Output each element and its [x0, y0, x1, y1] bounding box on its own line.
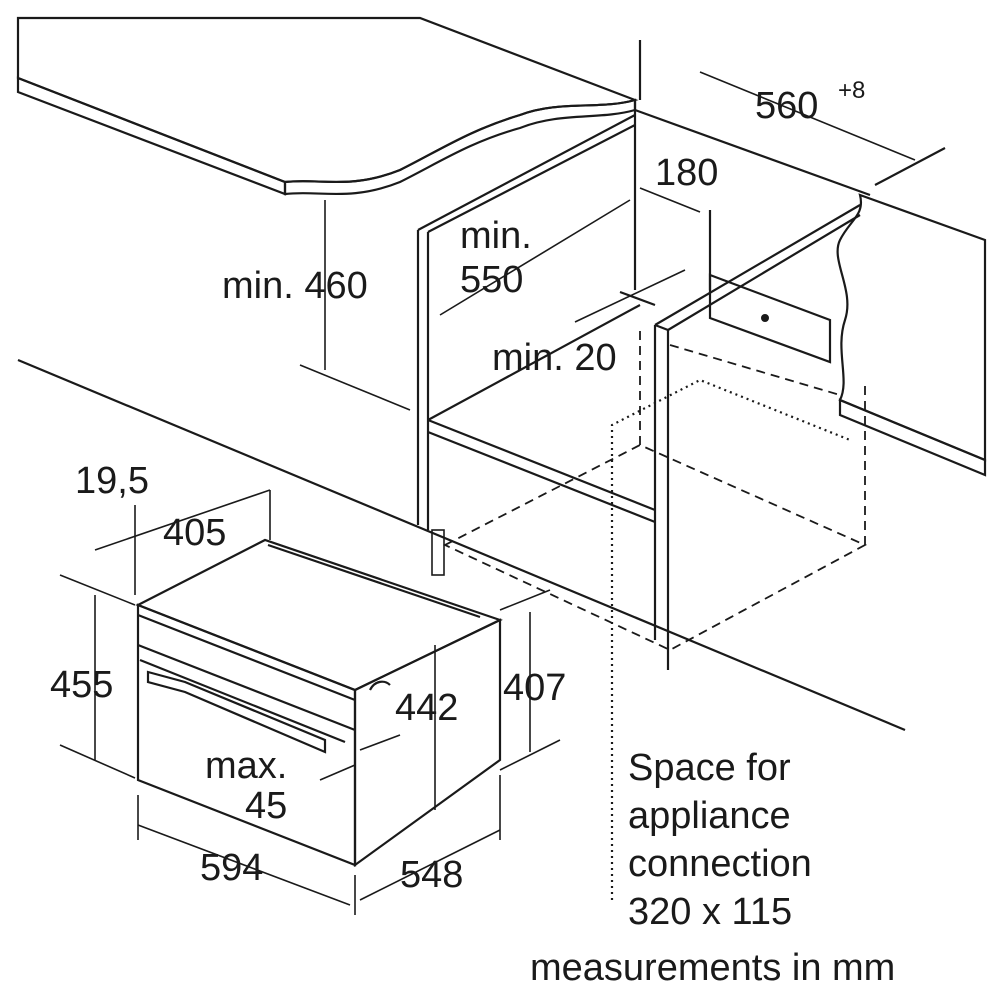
connection-area-hatch	[708, 273, 832, 364]
dim-side-gap: min. 20	[492, 337, 617, 379]
dim-width: 594	[200, 847, 263, 889]
dim-body-height: 407	[503, 667, 566, 709]
units-note: measurements in mm	[530, 947, 895, 989]
dim-niche-min-depth: 550	[460, 259, 523, 301]
dim-panel-max-label: max.	[205, 745, 287, 787]
dim-niche-depth: 560	[755, 85, 818, 127]
niche-outline	[17, 40, 946, 732]
connection-point	[761, 314, 769, 322]
dim-top-depth: 405	[163, 512, 226, 554]
dim-depth: 548	[400, 854, 463, 896]
connection-note-line: connection	[628, 843, 812, 885]
dim-niche-depth-tolerance: +8	[838, 77, 865, 104]
oven-appliance	[135, 538, 503, 868]
dim-front-height: 455	[50, 664, 113, 706]
dim-front-offset: 19,5	[75, 460, 149, 502]
dim-inner-height: 442	[395, 687, 458, 729]
left-countertop	[16, 16, 639, 196]
dim-niche-min-depth-label: min.	[460, 215, 532, 257]
connection-note-line: Space for	[628, 747, 791, 789]
dim-panel-max: 45	[245, 785, 287, 827]
dimension-lines	[59, 71, 916, 915]
dim-niche-min-height: min. 460	[222, 265, 368, 307]
right-countertop	[836, 193, 987, 477]
door-handle	[146, 670, 327, 754]
connection-note-line: appliance	[628, 795, 791, 837]
dim-rear-gap: 180	[655, 152, 718, 194]
connection-note-line: 320 x 115	[628, 891, 792, 933]
appliance-space-dashed	[442, 330, 868, 900]
